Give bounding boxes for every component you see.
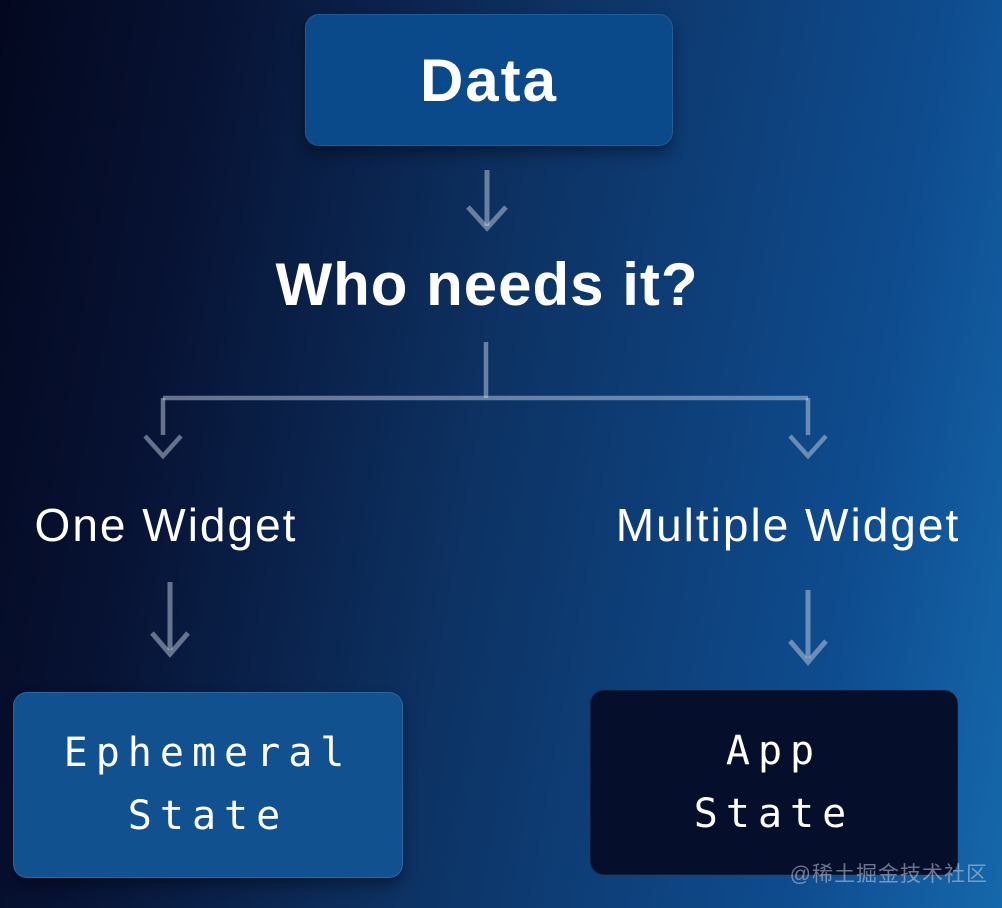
- app-state-node: App State: [590, 690, 958, 875]
- condition-one-widget: One Widget: [34, 499, 298, 551]
- app-state-line1: App: [725, 727, 823, 774]
- app-state-line2: State: [693, 790, 855, 837]
- ephemeral-state-line2: State: [127, 793, 289, 839]
- watermark-text: @稀土掘金技术社区: [789, 863, 988, 886]
- arrow-left-to-ephemeral: [150, 582, 190, 658]
- question-text: Who needs it?: [275, 251, 699, 318]
- branch-connector: [143, 342, 828, 460]
- condition-multiple-widget: Multiple Widget: [615, 499, 961, 551]
- data-node: Data: [305, 14, 673, 146]
- arrow-root-to-question: [466, 170, 508, 232]
- arrow-right-to-app: [788, 590, 828, 666]
- ephemeral-state-node: Ephemeral State: [13, 692, 403, 878]
- data-node-label: Data: [419, 46, 559, 114]
- ephemeral-state-line1: Ephemeral: [63, 730, 353, 776]
